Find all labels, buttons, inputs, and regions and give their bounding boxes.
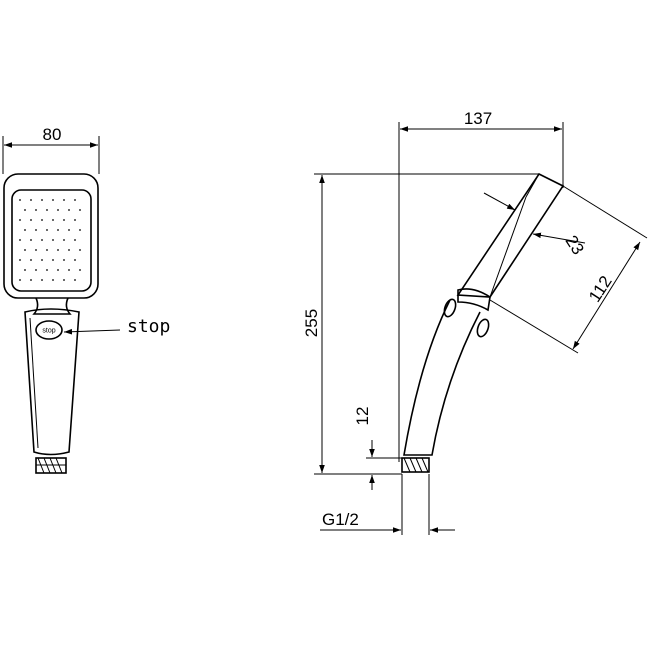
shower-head-outer	[3, 173, 99, 299]
handle-edge	[29, 317, 39, 449]
nozzle-dot	[35, 269, 37, 271]
nozzle-dot	[24, 249, 26, 251]
nozzle-dot	[79, 209, 81, 211]
nozzle-dot	[24, 209, 26, 211]
nozzle-dot	[74, 199, 76, 201]
nozzle-dot	[19, 239, 21, 241]
nozzle-dot	[46, 229, 48, 231]
nozzle-dot	[79, 229, 81, 231]
nozzle-dot	[74, 259, 76, 261]
nozzle-dot	[63, 279, 65, 281]
nozzle-dot	[19, 219, 21, 221]
nozzle-dot	[57, 249, 59, 251]
nozzle-dot	[63, 199, 65, 201]
nozzle-dot	[57, 209, 59, 211]
nozzle-dot	[52, 219, 54, 221]
nozzle-dot	[57, 229, 59, 231]
handle-body	[24, 308, 80, 456]
nozzle-dot	[68, 209, 70, 211]
nozzle-dot	[74, 239, 76, 241]
nozzle-dot	[46, 269, 48, 271]
nozzle-dot	[24, 269, 26, 271]
height-label: 255	[302, 309, 321, 337]
height-dimension: 255	[302, 173, 540, 475]
nozzle-dot	[79, 269, 81, 271]
thickness-label: 23	[561, 232, 587, 258]
nozzle-dot	[19, 259, 21, 261]
nozzle-dot	[63, 219, 65, 221]
nozzle-dot	[79, 249, 81, 251]
side-button-lower	[476, 318, 490, 338]
top-width-dimension: 137	[398, 109, 564, 462]
nozzle-dot	[19, 279, 21, 281]
front-view: 80 stop stop	[2, 125, 170, 474]
spray-nozzles	[19, 199, 81, 281]
nozzle-dot	[35, 249, 37, 251]
nozzle-dot	[68, 229, 70, 231]
stop-callout: stop	[63, 316, 170, 337]
nozzle-dot	[46, 209, 48, 211]
nozzle-dot	[52, 239, 54, 241]
thread-length-dimension: 12	[353, 407, 402, 490]
nozzle-dot	[41, 199, 43, 201]
nozzle-dot	[68, 249, 70, 251]
neck-collar	[32, 297, 72, 315]
nozzle-dot	[57, 269, 59, 271]
width-dimension: 80	[2, 125, 100, 174]
nozzle-dot	[63, 239, 65, 241]
stop-callout-label: stop	[127, 316, 170, 337]
nozzle-dot	[30, 199, 32, 201]
nozzle-dot	[74, 219, 76, 221]
nozzle-dot	[46, 249, 48, 251]
nozzle-dot	[74, 279, 76, 281]
nozzle-dot	[41, 259, 43, 261]
stop-button[interactable]	[35, 320, 63, 340]
nozzle-dot	[30, 279, 32, 281]
nozzle-dot	[24, 229, 26, 231]
nozzle-dot	[35, 209, 37, 211]
thread-size-dimension: G1/2	[320, 474, 455, 535]
thickness-dimension: 23	[483, 192, 588, 258]
thread-length-label: 12	[353, 407, 372, 426]
thread-size-label: G1/2	[322, 510, 359, 529]
nozzle-dot	[41, 279, 43, 281]
side-collar	[457, 288, 491, 312]
nozzle-dot	[35, 229, 37, 231]
nozzle-dot	[52, 279, 54, 281]
nozzle-dot	[30, 259, 32, 261]
nozzle-dot	[30, 219, 32, 221]
stop-button-text: stop	[42, 328, 55, 335]
nozzle-dot	[63, 259, 65, 261]
nozzle-dot	[52, 199, 54, 201]
nozzle-dot	[52, 259, 54, 261]
nozzle-dot	[41, 239, 43, 241]
side-view: 137 255 23	[302, 109, 648, 535]
width-dimension-label: 80	[43, 125, 62, 144]
side-button-upper	[443, 298, 457, 318]
side-head-body	[456, 172, 565, 298]
nozzle-dot	[41, 219, 43, 221]
nozzle-dot	[19, 199, 21, 201]
nozzle-dot	[68, 269, 70, 271]
face-label: 112	[585, 272, 616, 305]
nozzle-dot	[30, 239, 32, 241]
side-handle	[403, 299, 481, 456]
spray-face	[11, 189, 92, 292]
top-width-label: 137	[464, 109, 492, 128]
